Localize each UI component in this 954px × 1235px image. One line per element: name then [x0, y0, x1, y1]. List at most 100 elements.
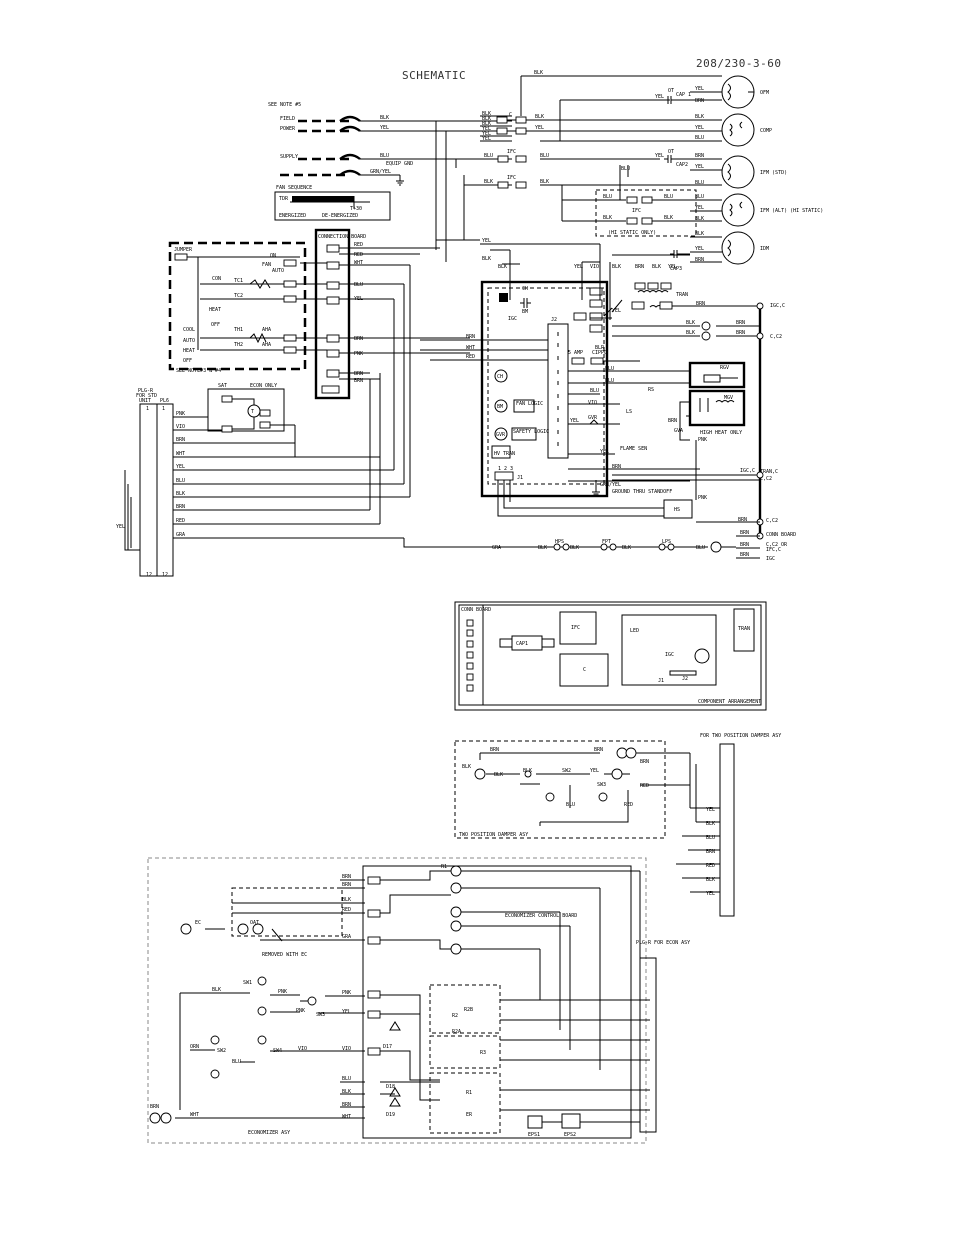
svg-text:BLK: BLK: [498, 264, 507, 270]
thermostat-fan: FAN: [262, 262, 271, 268]
svg-text:WHT: WHT: [176, 451, 185, 457]
svg-text:GRN/YEL: GRN/YEL: [600, 482, 621, 488]
aha-label-2: AHA: [262, 342, 271, 348]
econ-sw3: SW3: [316, 1012, 325, 1018]
svg-text:BLK: BLK: [695, 114, 704, 120]
ca-cap1: CAP1: [516, 641, 528, 647]
svg-text:BRN: BRN: [640, 759, 649, 765]
motor-label-ifm-std: IFM (STD): [760, 170, 787, 176]
svg-text:YEL: YEL: [695, 246, 704, 252]
ca-conn-board: CONN BOARD: [461, 607, 491, 613]
svg-text:BLK: BLK: [212, 987, 221, 993]
svg-text:1: 1: [162, 406, 165, 412]
motor-label-ofm: OFM: [760, 90, 769, 96]
econ-relay-r2a: R2A: [452, 1029, 461, 1035]
igc-ground: GROUND THRU STANDOFF: [612, 489, 672, 495]
svg-text:BLU: BLU: [695, 135, 704, 141]
svg-text:BRN: BRN: [736, 330, 745, 336]
igc-tran: TRAN: [676, 292, 688, 298]
svg-text:VIO: VIO: [588, 400, 597, 406]
svg-text:VIO: VIO: [298, 1046, 307, 1052]
ca-igc: IGC: [665, 652, 674, 658]
svg-text:YEL: YEL: [695, 205, 704, 211]
svg-text:BRN: BRN: [354, 378, 363, 384]
svg-text:BLK: BLK: [695, 231, 704, 237]
svg-text:BLU: BLU: [695, 194, 704, 200]
svg-text:IFC,C: IFC,C: [766, 547, 781, 553]
fan-sequence-energized: ENERGIZED: [279, 213, 306, 219]
igc-safety-logic: SAFETY LOGIC: [513, 429, 549, 435]
svg-text:BLK: BLK: [482, 116, 491, 122]
svg-text:BLK: BLK: [494, 772, 503, 778]
idm-motor-icon: [721, 231, 755, 265]
svg-text:BLU: BLU: [176, 478, 185, 484]
svg-text:YEL: YEL: [482, 126, 491, 132]
svg-text:YEL: YEL: [380, 125, 389, 131]
safety-blk-1: BLK: [538, 545, 547, 551]
power-label: POWER: [280, 126, 296, 132]
svg-text:ORN: ORN: [190, 1044, 199, 1050]
svg-text:VIO: VIO: [590, 264, 599, 270]
svg-text:PNK: PNK: [354, 351, 363, 357]
economizer-board-label: ECONOMIZER CONTROL BOARD: [505, 913, 577, 919]
ca-c: C: [583, 667, 586, 673]
svg-text:BRN: BRN: [695, 153, 704, 159]
svg-text:CAP3: CAP3: [670, 266, 682, 272]
two-pos-wire-blu: BLU: [706, 835, 715, 841]
ec-label: EC: [195, 920, 201, 926]
svg-text:BLK: BLK: [686, 320, 695, 326]
svg-text:BLU: BLU: [664, 194, 673, 200]
svg-text:BRN: BRN: [466, 334, 475, 340]
svg-text:YEL: YEL: [668, 264, 677, 270]
svg-text:C,C2: C,C2: [766, 518, 778, 524]
high-heat-only-label: HIGH HEAT ONLY: [700, 430, 742, 436]
svg-text:BLU: BLU: [540, 153, 549, 159]
svg-text:BLU: BLU: [621, 166, 630, 172]
igc-j2: J2: [551, 317, 557, 323]
grn-yel-label: GRN/YEL: [370, 169, 391, 175]
hi-static-note: (HI STATIC ONLY): [608, 230, 656, 236]
svg-text:RED: RED: [354, 242, 363, 248]
igc-blr: BLR: [595, 345, 605, 351]
sat-label: SAT: [218, 383, 227, 389]
jumper-label: JUMPER: [174, 247, 193, 253]
igc-label: IGC: [508, 316, 517, 322]
tran-c-label: IGC,C: [740, 468, 755, 474]
svg-text:BLU: BLU: [566, 802, 575, 808]
two-pos-sw3: SW3: [597, 782, 606, 788]
thermostat-cool: COOL: [183, 327, 195, 333]
igc-board: IGC CH BM J2 CH BM FAN LOGIC GVR SAFETY …: [420, 249, 796, 562]
svg-text:YEL: YEL: [354, 296, 363, 302]
svg-text:YEL: YEL: [695, 86, 704, 92]
svg-text:BRN: BRN: [176, 437, 185, 443]
igc-hv-tran: HV TRAN: [494, 451, 515, 457]
svg-text:BLK: BLK: [482, 121, 491, 127]
svg-text:IGC: IGC: [766, 556, 775, 562]
th1-label: TH1: [234, 327, 243, 333]
econ-wire-blu: BLU: [342, 1076, 351, 1082]
svg-text:BRN: BRN: [635, 264, 644, 270]
svg-text:WHT: WHT: [466, 345, 475, 351]
svg-text:BRN: BRN: [740, 530, 749, 536]
svg-text:PNK: PNK: [176, 411, 185, 417]
svg-text:BLK: BLK: [462, 764, 471, 770]
svg-text:CAP2: CAP2: [676, 162, 688, 168]
svg-text:BRN: BRN: [490, 747, 499, 753]
safety-blu: BLU: [696, 545, 705, 551]
svg-text:YEL: YEL: [116, 524, 125, 530]
fan-sequence-de-energized: DE-ENERGIZED: [322, 213, 358, 219]
svg-text:BLU: BLU: [695, 180, 704, 186]
svg-text:YEL: YEL: [176, 464, 185, 470]
oat-label: OAT: [250, 920, 259, 926]
svg-text:C,C2: C,C2: [760, 476, 772, 482]
svg-text:IFC: IFC: [507, 149, 516, 155]
svg-text:BLK: BLK: [482, 256, 491, 262]
svg-text:BRN: BRN: [176, 504, 185, 510]
econ-relay-r1: R1: [466, 1090, 472, 1096]
econ-relay-er: ER: [466, 1112, 473, 1118]
svg-text:OT: OT: [668, 149, 674, 155]
svg-text:BLK: BLK: [695, 216, 704, 222]
econ-relay-r2b: R2B: [464, 1007, 473, 1013]
conn-board-label: CONN BOARD: [766, 532, 796, 538]
